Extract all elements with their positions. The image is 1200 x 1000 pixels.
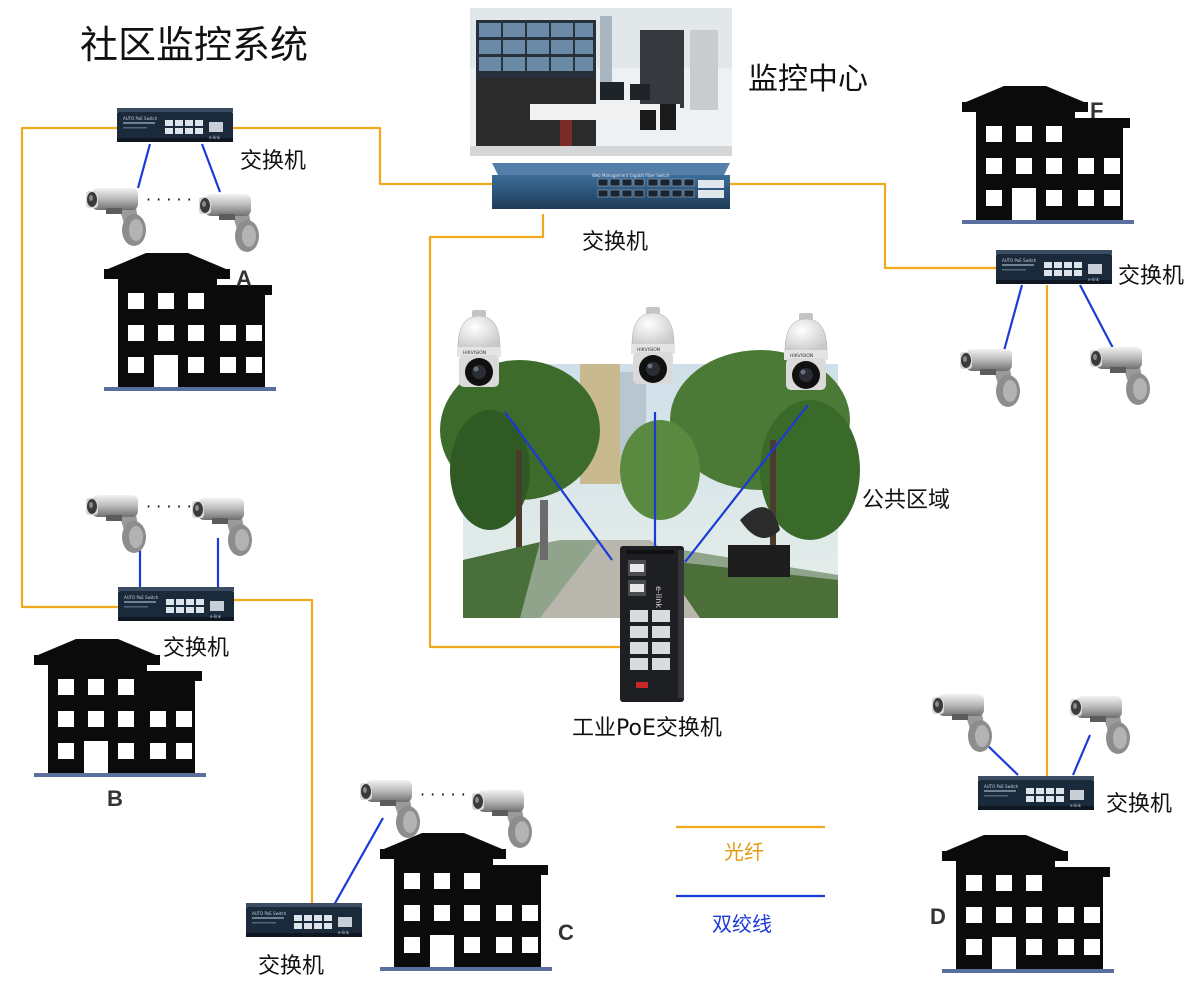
building-f-icon [962,86,1134,224]
fiber-building-a-to-building-b [20,126,118,609]
camera-ellipsis: · · · · · [420,785,466,804]
switch-badge: AUTO PoE Switch [252,911,287,916]
page-title: 社区监控系统 [80,23,309,67]
switch-brand: e-link [338,930,350,935]
building-c-icon [380,833,552,971]
switch-f-label: 交换机 [1118,264,1185,289]
ptz-brand: HIKVISION [790,353,813,359]
camera-icon [960,349,1020,407]
fiber-core-switch-to-building-f [730,182,996,270]
switch-building-c: AUTO PoE Switch e-link [246,903,362,937]
fiber-building-a-to-core-switch [233,126,492,186]
monitor-center-photo [470,8,732,156]
building-d-icon [942,835,1114,973]
switch-b-label: 交换机 [163,636,230,661]
ptz-camera-icon: HIKVISION [630,306,676,385]
camera-icon [360,780,420,838]
utp-c-cam1 [333,817,384,906]
switch-building-d: AUTO PoE Switch e-link [978,776,1094,810]
ptz-camera-icon: HIKVISION [783,312,829,391]
fiber-core-switch-to-poe-switch [428,214,622,649]
ptz-brand: HIKVISION [637,347,660,353]
building-c-letter: C [558,920,574,945]
camera-icon [199,194,259,252]
industrial-poe-switch-label: 工业PoE交换机 [572,716,722,741]
utp-ptz-1 [504,411,613,561]
camera-icon [472,790,532,848]
ptz-camera-icon: HIKVISION [456,309,502,388]
building-a-letter: A [236,266,252,291]
switch-brand: e-link [1070,803,1082,808]
public-area-label: 公共区域 [862,488,951,513]
camera-icon [1090,347,1150,405]
fiber-building-b-to-building-c [234,598,314,903]
switch-brand: e-link [1088,277,1100,282]
switch-d-label: 交换机 [1106,792,1173,817]
camera-icon [86,188,146,246]
switch-badge: AUTO PoE Switch [1002,258,1037,263]
legend-twisted-pair-label: 双绞线 [712,912,772,936]
camera-icon [1070,696,1130,754]
camera-icon [86,495,146,553]
ptz-brand: HIKVISION [463,350,486,356]
utp-d-cam2 [1071,734,1092,776]
switch-brand: e-link [210,614,222,619]
switch-building-a: AUTO PoE Switch e-link [117,108,233,142]
switch-badge: AUTO PoE Switch [984,784,1019,789]
monitor-center-label: 监控中心 [748,62,868,97]
utp-d-cam1 [983,741,1019,776]
camera-icon [932,694,992,752]
switch-building-f: AUTO PoE Switch e-link [996,250,1112,284]
switch-a-label: 交换机 [240,149,307,174]
utp-a-cam2 [200,143,222,193]
utp-f-cam1 [1000,284,1024,359]
camera-icon [192,498,252,556]
utp-a-cam1 [136,143,152,189]
camera-ellipsis: · · · · · [146,190,192,209]
industrial-poe-switch: e-link [620,546,684,702]
utp-f-cam2 [1079,284,1115,351]
switch-building-b: AUTO PoE Switch e-link [118,587,234,621]
switch-brand: e-link [209,135,221,140]
core-switch-badge: Web Management Gigabit Fiber Switch [592,173,670,178]
core-switch-label: 交换机 [582,230,649,255]
camera-ellipsis: · · · · · [146,497,192,516]
switch-badge: AUTO PoE Switch [123,116,158,121]
industrial-brand: e-link [654,586,663,608]
switch-c-label: 交换机 [258,954,325,979]
switch-badge: AUTO PoE Switch [124,595,159,600]
legend-fiber-label: 光纤 [724,840,764,864]
building-f-letter: F [1090,98,1104,123]
building-d-letter: D [930,904,946,929]
building-b-letter: B [107,786,123,811]
utp-ptz-3 [684,404,809,563]
core-switch: Web Management Gigabit Fiber Switch [492,163,730,209]
